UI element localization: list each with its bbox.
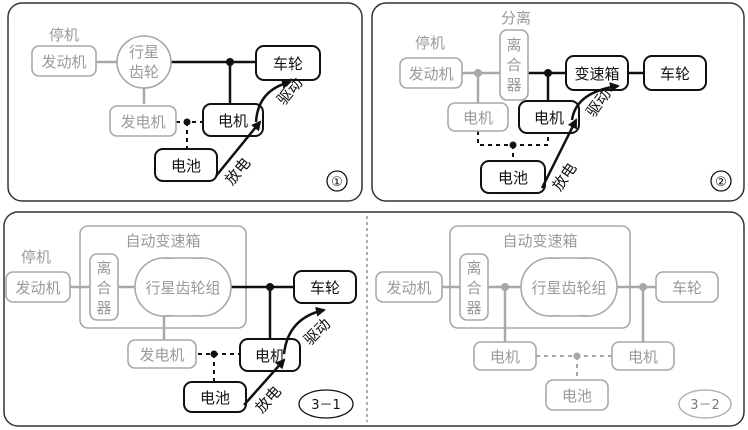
p32-number-oval (678, 389, 732, 419)
p1-number-circle (326, 170, 348, 192)
p32-engine-box (375, 271, 443, 303)
p2-drive-arrow (570, 82, 620, 121)
p31-number: 3－1 (311, 398, 341, 413)
p2-dash-dot (509, 141, 517, 149)
p2-clutch-3: 器 (506, 76, 521, 94)
p32-clutch-3: 器 (466, 299, 481, 317)
p2-discharge-arrow (540, 118, 578, 189)
p32-wheel-label: 车轮 (672, 279, 702, 297)
p32-planetary-set (520, 257, 618, 317)
p31-wheel-label: 车轮 (310, 279, 340, 297)
p31-junction-dot (266, 283, 274, 291)
p2-decouple-label: 分离 (501, 9, 531, 27)
p31-generator-label: 发电机 (139, 346, 184, 364)
p31-generator-box (127, 339, 197, 369)
p32-battery-box (545, 379, 609, 411)
panel-1: 发动机 停机 行星 齿轮 发电机 电机 车轮 电池 驱动 放电 ① (7, 2, 363, 202)
p2-black-dot (544, 69, 552, 77)
p31-engine-box (5, 271, 71, 303)
p2-number: ② (715, 175, 727, 190)
panel-1-frame (7, 2, 363, 202)
p32-clutch-2: 合 (466, 279, 481, 297)
p32-clutch-1: 离 (466, 259, 481, 277)
p2-clutch-2: 合 (506, 56, 521, 74)
p32-motor-left-box (473, 341, 537, 371)
p1-wheel-label: 车轮 (273, 55, 303, 73)
panel-3-1: 自动变速箱 停机 发动机 离 合 器 行星齿轮组 车轮 发电机 电机 (5, 225, 357, 419)
p31-discharge-arrow (243, 358, 286, 406)
p31-dash-dot (210, 350, 218, 358)
p32-right-dot (639, 283, 647, 291)
p31-number-oval (298, 389, 354, 419)
p32-transmission-label: 自动变速箱 (502, 232, 577, 250)
p32-planetary-label: 行星齿轮组 (531, 279, 606, 297)
panel-3-2: 自动变速箱 发动机 离 合 器 行星齿轮组 车轮 电机 电机 (375, 225, 732, 419)
p31-drive-label: 驱动 (300, 315, 334, 349)
p31-clutch-1: 离 (96, 259, 111, 277)
p1-dash-dot (183, 118, 191, 126)
p32-clutch-box (459, 253, 489, 321)
p2-battery-label: 电池 (498, 169, 528, 187)
p31-clutch-2: 合 (96, 279, 111, 297)
p1-engine-label: 发动机 (41, 53, 86, 71)
p2-engine-box (399, 57, 463, 89)
p32-battery-label: 电池 (562, 387, 592, 405)
p1-planetary-line1: 行星 (129, 43, 159, 61)
p31-engine-label: 发动机 (15, 279, 60, 297)
p31-idle-label: 停机 (21, 248, 51, 266)
p31-planetary-set (134, 257, 232, 317)
p2-battery-box (480, 160, 546, 194)
p1-junction-dot (226, 58, 234, 66)
p32-number: 3－2 (690, 398, 720, 413)
p1-discharge-label: 放电 (221, 154, 254, 189)
p32-dash-dot (573, 352, 581, 360)
p31-wheel-box (293, 270, 357, 304)
p2-idle-label: 停机 (415, 34, 445, 52)
p2-gearbox-label: 变速箱 (574, 65, 619, 83)
p1-battery-box (154, 148, 218, 182)
p1-discharge-arrow (215, 120, 262, 177)
p32-engine-label: 发动机 (386, 279, 431, 297)
panel-2: 分离 停机 发动机 离 合 器 变速箱 车轮 电机 电机 电池 驱动 放电 ② (371, 2, 745, 202)
p1-drive-arrow (254, 79, 292, 123)
p31-clutch-box (89, 253, 119, 321)
p2-motor-label: 电机 (534, 109, 564, 127)
p32-motor-right-label: 电机 (628, 348, 658, 366)
p31-discharge-label: 放电 (252, 382, 285, 416)
p31-battery-label: 电池 (200, 389, 230, 407)
p1-battery-label: 电池 (171, 157, 201, 175)
p2-wheel-box (643, 55, 707, 91)
p2-clutch-box (499, 29, 529, 101)
p32-motor-right-box (611, 341, 675, 371)
p1-generator-label: 发电机 (120, 113, 165, 131)
p1-motor-label: 电机 (218, 112, 248, 130)
p32-motor-left-label: 电机 (490, 348, 520, 366)
p31-battery-box (183, 381, 247, 413)
p2-engine-label: 发动机 (408, 65, 453, 83)
p1-engine-box (31, 45, 97, 77)
p1-idle-label: 停机 (49, 26, 79, 44)
p1-motor-box (202, 103, 264, 137)
p1-planetary-line2: 齿轮 (129, 63, 159, 81)
p2-gray-dot (474, 69, 482, 77)
bottom-frame (3, 211, 745, 427)
p2-wheel-label: 车轮 (660, 65, 690, 83)
p32-left-dot (501, 283, 509, 291)
p31-transmission-label: 自动变速箱 (125, 232, 200, 250)
p31-planetary-label: 行星齿轮组 (145, 279, 220, 297)
p2-number-circle (710, 170, 732, 192)
p2-generator-box (447, 102, 509, 132)
p2-generator-label: 电机 (463, 109, 493, 127)
p31-clutch-3: 器 (96, 299, 111, 317)
p32-wheel-box (655, 271, 719, 303)
p2-motor-box (518, 100, 580, 134)
p1-number: ① (331, 175, 343, 190)
p1-generator-box (109, 105, 177, 137)
p31-drive-arrow (282, 306, 326, 355)
p1-planetary-gear (116, 35, 172, 89)
p2-clutch-1: 离 (506, 36, 521, 54)
panel-2-frame (371, 2, 745, 202)
